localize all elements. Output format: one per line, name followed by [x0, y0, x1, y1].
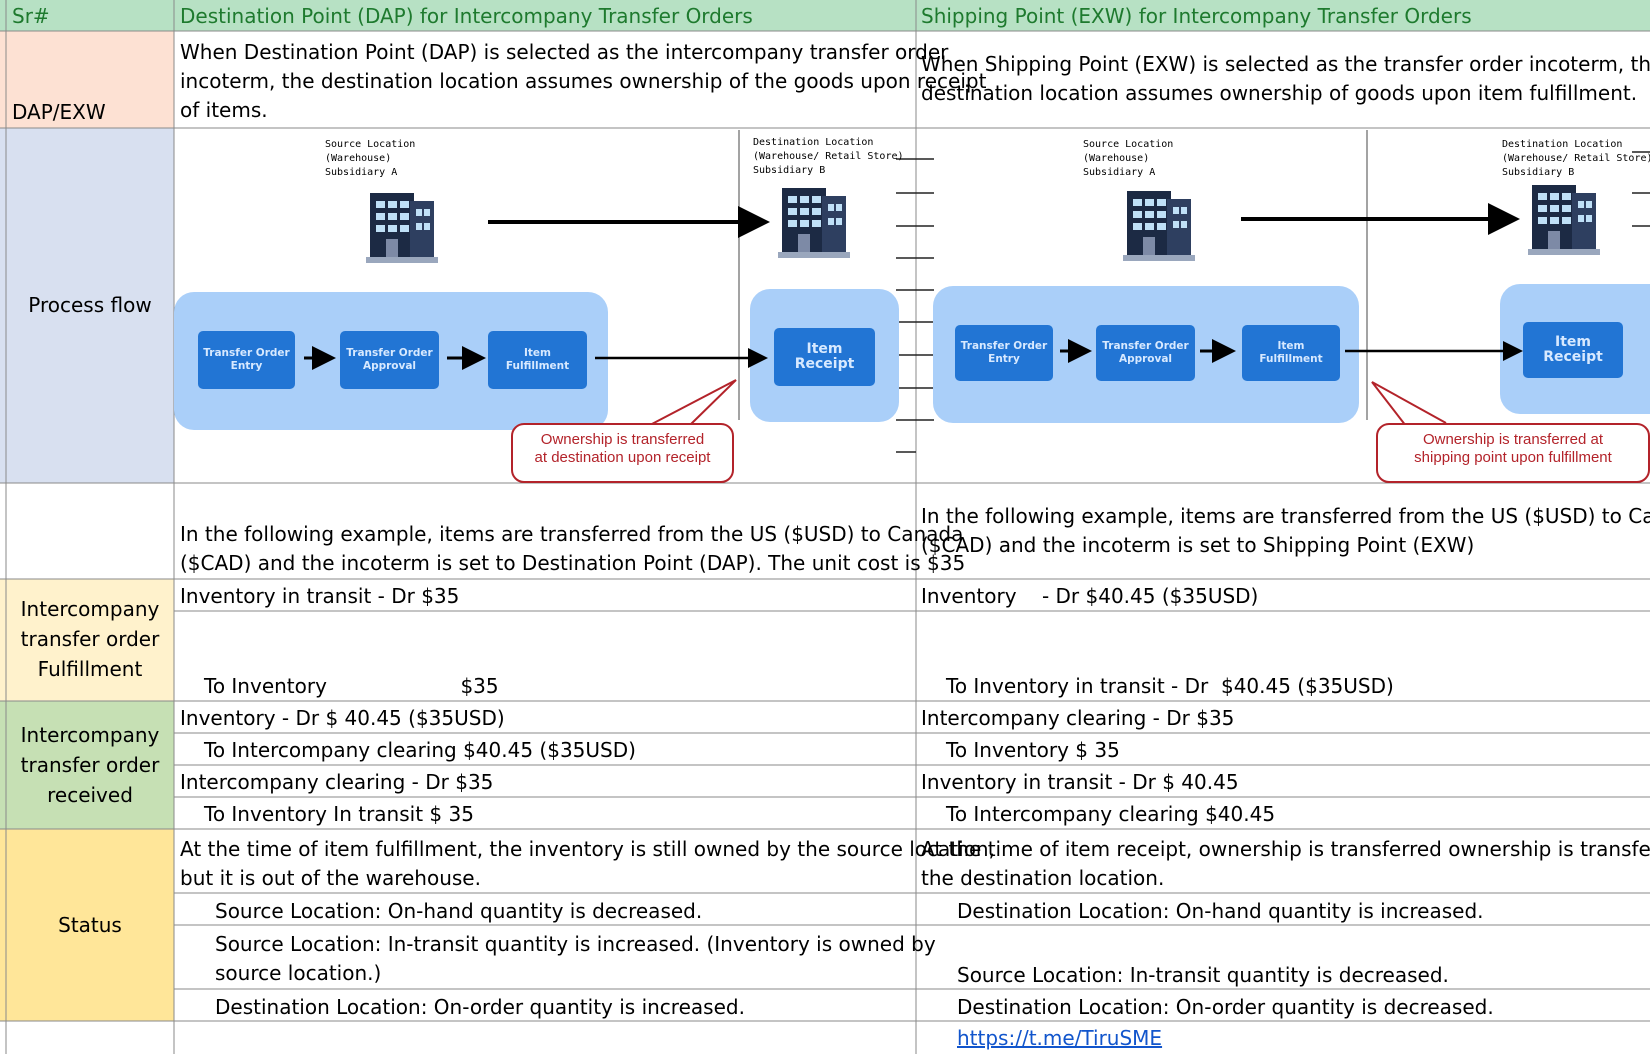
header-dap-title: Destination Point (DAP) for Intercompany… [180, 4, 753, 28]
exw-source-location-label: Source Location (Warehouse) Subsidiary A [1083, 139, 1174, 178]
dap-received-line-1: Inventory - Dr $ 40.45 ($35USD) [180, 706, 505, 730]
exw-fulfillment-credit: To Inventory in transit - Dr $40.45 ($35… [946, 674, 1394, 698]
dap-source-location-label: Source Location (Warehouse) Subsidiary A [325, 139, 416, 178]
header-exw-title: Shipping Point (EXW) for Intercompany Tr… [921, 4, 1472, 28]
header-sr: Sr# [12, 4, 50, 28]
exw-fulfillment-debit: Inventory - Dr $40.45 ($35USD) [921, 584, 1259, 608]
exw-arrows [1060, 203, 1523, 427]
dap-status-item-2: Source Location: In-transit quantity is … [215, 932, 936, 985]
exw-source-building-icon [1123, 191, 1195, 261]
exw-status-item-1: Destination Location: On-hand quantity i… [957, 899, 1484, 923]
dap-arrows [304, 206, 770, 426]
row-label-status: Status [58, 913, 122, 937]
dap-status-item-3: Destination Location: On-order quantity … [215, 995, 745, 1019]
row-label-received: Intercompany transfer order received [20, 723, 160, 807]
dap-received-line-4: To Inventory In transit $ 35 [204, 802, 474, 826]
telegram-link[interactable]: https://t.me/TiruSME [957, 1026, 1163, 1050]
exw-status-item-2: Source Location: In-transit quantity is … [957, 963, 1449, 987]
exw-destination-location-label: Destination Location (Warehouse/ Retail … [1502, 139, 1650, 178]
exw-status-intro: At the time of item receipt, ownership i… [921, 837, 1650, 890]
dap-example-text: In the following example, items are tran… [180, 522, 966, 575]
exw-received-line-1: Intercompany clearing - Dr $35 [921, 706, 1235, 730]
dap-fulfillment-credit: To Inventory $35 [204, 674, 499, 698]
dap-status-item-1: Source Location: On-hand quantity is dec… [215, 899, 703, 923]
exw-status-item-3: Destination Location: On-order quantity … [957, 995, 1494, 1019]
row-label-fulfillment: Intercompany transfer order Fulfillment [20, 597, 160, 681]
dap-received-line-2: To Intercompany clearing $40.45 ($35USD) [204, 738, 636, 762]
row-label-process-flow: Process flow [28, 293, 152, 317]
dap-status-intro: At the time of item fulfillment, the inv… [180, 837, 995, 890]
dap-destination-building-icon [778, 188, 850, 258]
exw-example-text: In the following example, items are tran… [921, 504, 1650, 557]
exw-destination-building-icon [1528, 185, 1600, 255]
exw-received-line-3: Inventory in transit - Dr $ 40.45 [921, 770, 1239, 794]
exw-received-line-4: To Intercompany clearing $40.45 [946, 802, 1276, 826]
dap-destination-location-label: Destination Location (Warehouse/ Retail … [753, 137, 904, 176]
dap-fulfillment-debit: Inventory in transit - Dr $35 [180, 584, 460, 608]
dap-source-building-icon [366, 193, 438, 263]
exw-ownership-callout: Ownership is transferred at shipping poi… [1376, 423, 1650, 483]
dap-ownership-callout: Ownership is transferred at destination … [511, 423, 734, 483]
exw-received-line-2: To Inventory $ 35 [946, 738, 1120, 762]
row-label-dap-exw: DAP/EXW [12, 100, 106, 124]
exw-description: When Shipping Point (EXW) is selected as… [921, 52, 1650, 105]
dap-received-line-3: Intercompany clearing - Dr $35 [180, 770, 494, 794]
dap-description: When Destination Point (DAP) is selected… [180, 40, 987, 122]
